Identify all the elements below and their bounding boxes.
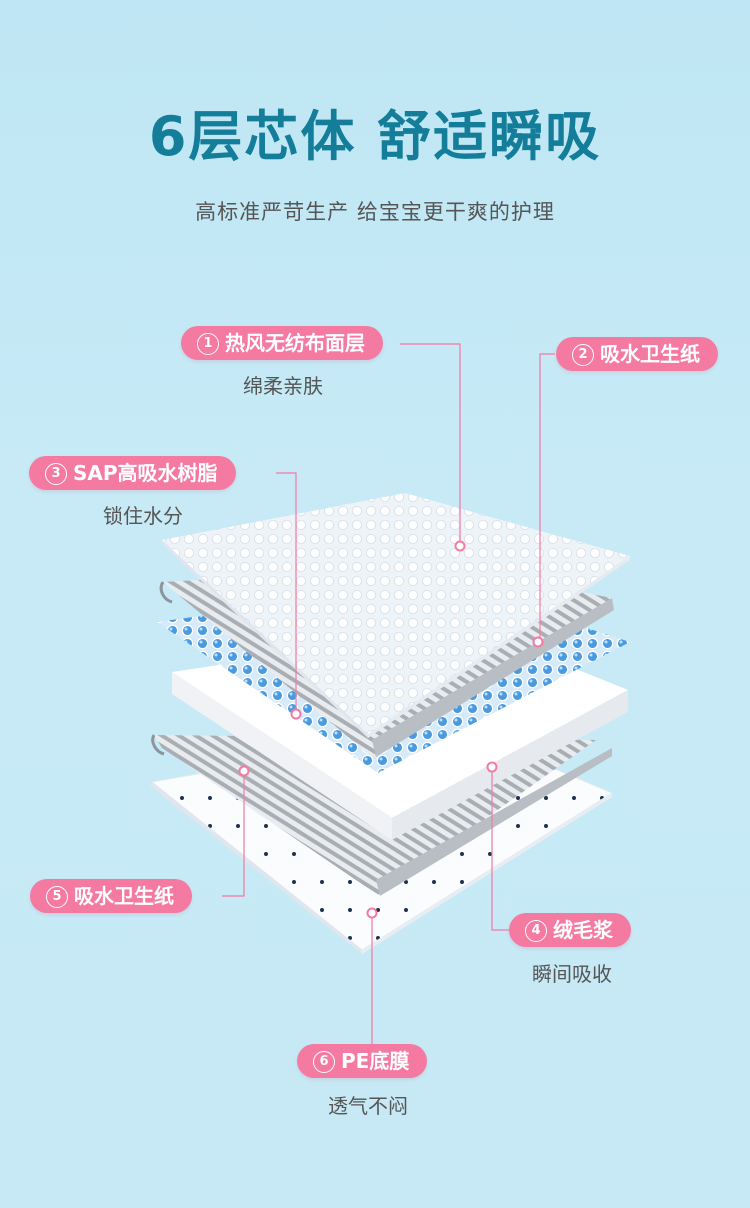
layer-label: PE底膜: [341, 1049, 409, 1073]
pointer-dot-3: [292, 710, 301, 719]
layer-4-description: 瞬间吸收: [532, 958, 612, 987]
layer-3-description: 锁住水分: [103, 500, 183, 529]
layer-label: SAP高吸水树脂: [73, 461, 218, 485]
number-badge: 1: [197, 333, 219, 355]
layer-label: 绒毛浆: [553, 918, 613, 942]
pointer-dot-6: [368, 909, 377, 918]
number-badge: 2: [572, 344, 594, 366]
pointer-dot-4: [488, 763, 497, 772]
number-badge: 3: [45, 463, 67, 485]
layer-label: 热风无纺布面层: [225, 331, 365, 355]
number-badge: 4: [525, 920, 547, 942]
layer-2-label-pill: 2 吸水卫生纸: [556, 337, 718, 371]
pointer-dot-5: [240, 767, 249, 776]
layer-1-label-pill: 1 热风无纺布面层: [181, 326, 383, 360]
layer-6-label-pill: 6 PE底膜: [297, 1044, 427, 1078]
pointer-dot-2: [534, 638, 543, 647]
layer-4-label-pill: 4 绒毛浆: [509, 913, 631, 947]
layer-label: 吸水卫生纸: [74, 884, 174, 908]
layer-6-description: 透气不闷: [328, 1090, 408, 1119]
number-badge: 6: [313, 1051, 335, 1073]
number-badge: 5: [46, 886, 68, 908]
layer-3-label-pill: 3 SAP高吸水树脂: [29, 456, 236, 490]
layer-1-description: 绵柔亲肤: [243, 370, 323, 399]
layer-label: 吸水卫生纸: [600, 342, 700, 366]
pointer-dot-1: [456, 542, 465, 551]
layer-5-label-pill: 5 吸水卫生纸: [30, 879, 192, 913]
